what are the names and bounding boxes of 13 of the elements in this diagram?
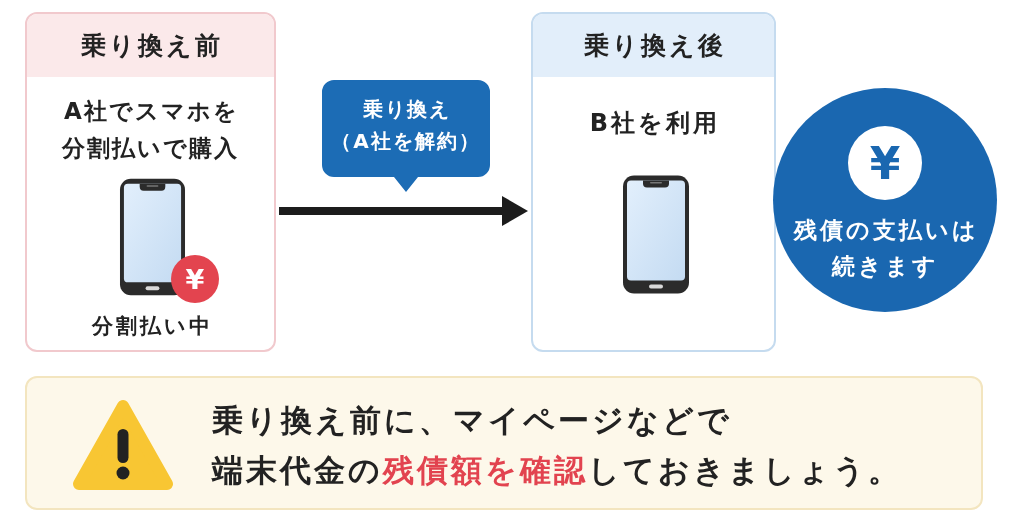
panel-text: B社を利用: [588, 108, 722, 139]
status-text: 分割払い中: [90, 313, 214, 340]
panel-text: A社でスマホを分割払いで購入: [60, 97, 240, 163]
note-box: [25, 376, 983, 510]
card-panel: [531, 12, 776, 352]
yen-badge: ¥: [171, 255, 219, 303]
circle-text: 残債の支払いは続きます: [792, 216, 980, 281]
edge-label: 乗り換え（A社を解約）: [322, 80, 490, 192]
card-panel: [25, 12, 276, 352]
yen-badge: ¥: [848, 126, 922, 200]
panel-heading: 乗り換え後: [533, 14, 774, 77]
note-text: 乗り換え前に、マイページなどで端末代金の残債額を確認しておきましょう。: [212, 401, 903, 490]
panel-heading: 乗り換え前: [27, 14, 274, 77]
